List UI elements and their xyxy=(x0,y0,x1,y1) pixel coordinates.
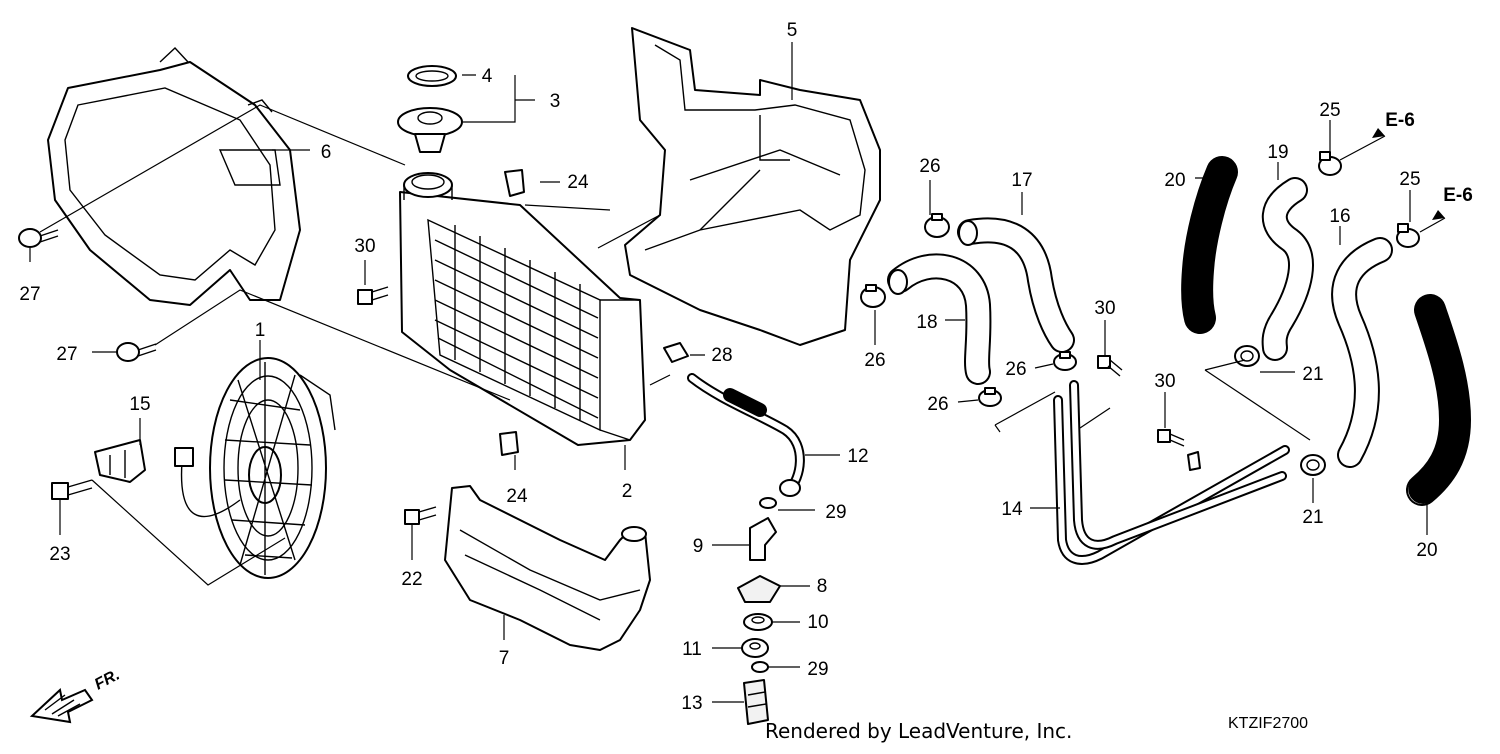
callout-14: 14 xyxy=(1001,499,1023,520)
part-12-tube xyxy=(687,373,805,497)
credit-text: Rendered by LeadVenture, Inc. xyxy=(765,719,1072,743)
part-2-radiator xyxy=(399,191,646,446)
callout-17: 17 xyxy=(1011,170,1032,191)
part-8-cap xyxy=(737,575,781,603)
part-22-bolt xyxy=(404,506,437,525)
part-11-grommet xyxy=(741,638,769,658)
part-26-clamp-d xyxy=(978,387,1002,407)
part-19-hose xyxy=(1261,177,1314,361)
part-1-fan xyxy=(209,357,336,579)
part-26-clamp-c xyxy=(1053,351,1077,371)
front-direction-label: FR. xyxy=(92,666,123,693)
part-21-clamp-top xyxy=(1234,345,1260,367)
callout-5: 5 xyxy=(787,20,798,41)
callout-15: 15 xyxy=(129,394,150,415)
callout-30-mid: 30 xyxy=(1094,298,1115,319)
callout-26-b: 26 xyxy=(864,350,885,371)
part-4-seal xyxy=(407,65,457,87)
part-27-screw-top xyxy=(18,228,59,248)
callout-19: 19 xyxy=(1267,142,1288,163)
callout-26-a: 26 xyxy=(919,156,940,177)
callout-27-bottom: 27 xyxy=(56,344,77,365)
reference-e6-right: E-6 xyxy=(1443,185,1473,206)
callout-25-top: 25 xyxy=(1319,100,1340,121)
part-7-reservoir xyxy=(444,485,651,651)
part-26-clamp-b xyxy=(860,284,886,308)
leader-lines xyxy=(29,42,1446,703)
callout-21-top: 21 xyxy=(1302,364,1323,385)
callout-26-d: 26 xyxy=(927,394,948,415)
part-30-bolt-left xyxy=(357,286,389,305)
part-25-clamp-top xyxy=(1318,151,1342,176)
figure-code: KTZIF2700 xyxy=(1228,715,1308,732)
part-29-oring-bottom xyxy=(751,661,769,673)
callout-25-right: 25 xyxy=(1399,169,1420,190)
part-5-cover xyxy=(624,27,881,346)
part-30-bolt-right xyxy=(1157,429,1185,447)
callout-2: 2 xyxy=(622,481,633,502)
callout-10: 10 xyxy=(807,612,828,633)
callout-16: 16 xyxy=(1329,206,1350,227)
part-14-pipes xyxy=(1053,380,1290,565)
part-25-clamp-right xyxy=(1396,223,1420,248)
callout-24-bottom: 24 xyxy=(506,486,528,507)
callout-7: 7 xyxy=(499,648,510,669)
part-17-hose xyxy=(957,217,1075,353)
arrow-e6-top xyxy=(1372,128,1385,138)
part-15-bracket xyxy=(94,439,146,483)
part-20-hose-bottom xyxy=(1406,294,1472,506)
callout-20-bottom: 20 xyxy=(1416,540,1437,561)
part-3-radiator-cap xyxy=(397,107,463,153)
callout-24-top: 24 xyxy=(567,172,589,193)
part-23-bolt xyxy=(51,479,93,500)
callout-8: 8 xyxy=(817,576,828,597)
part-13-sleeve xyxy=(743,679,769,725)
callout-1: 1 xyxy=(255,320,266,341)
callout-23: 23 xyxy=(49,544,70,565)
callout-30-right: 30 xyxy=(1154,371,1175,392)
part-21-clamp-bottom xyxy=(1300,454,1326,476)
callout-21-bottom: 21 xyxy=(1302,507,1323,528)
part-18-hose xyxy=(887,253,992,385)
part-9-elbow xyxy=(749,517,777,561)
callout-26-c: 26 xyxy=(1005,359,1026,380)
callout-3: 3 xyxy=(550,91,561,112)
part-16-hose xyxy=(1331,237,1393,468)
part-29-oring-top xyxy=(759,497,777,509)
callout-30-left: 30 xyxy=(354,236,375,257)
part-27-screw-bottom xyxy=(116,342,157,362)
reference-e6-top: E-6 xyxy=(1385,110,1415,131)
part-6-shroud xyxy=(47,47,301,306)
front-arrow-icon xyxy=(29,688,94,724)
part-26-clamp-a xyxy=(924,213,950,238)
callout-28: 28 xyxy=(711,345,732,366)
arrow-e6-right xyxy=(1432,210,1445,220)
callout-29-bottom: 29 xyxy=(807,659,828,680)
part-24-clip-bottom xyxy=(499,431,519,456)
callouts: 1 2 3 4 5 6 7 8 9 10 11 12 13 14 15 16 1… xyxy=(19,20,1472,743)
callout-22: 22 xyxy=(401,569,422,590)
callout-12: 12 xyxy=(847,446,868,467)
callout-6: 6 xyxy=(321,142,332,163)
callout-27-top: 27 xyxy=(19,284,40,305)
radiator-filler-neck xyxy=(403,172,453,200)
callout-18: 18 xyxy=(916,312,937,333)
callout-13: 13 xyxy=(681,693,702,714)
callout-4: 4 xyxy=(482,66,493,87)
part-24-clip-top xyxy=(504,169,525,197)
part-30-bolt-mid xyxy=(1097,355,1123,377)
fan-wire xyxy=(174,447,241,518)
callout-29-top: 29 xyxy=(825,502,846,523)
part-20-hose-top xyxy=(1181,156,1238,334)
part-28-clip xyxy=(663,342,689,363)
callout-20-top: 20 xyxy=(1164,170,1185,191)
callout-9: 9 xyxy=(693,536,704,557)
part-10-grommet xyxy=(743,613,773,631)
callout-11: 11 xyxy=(682,639,702,660)
